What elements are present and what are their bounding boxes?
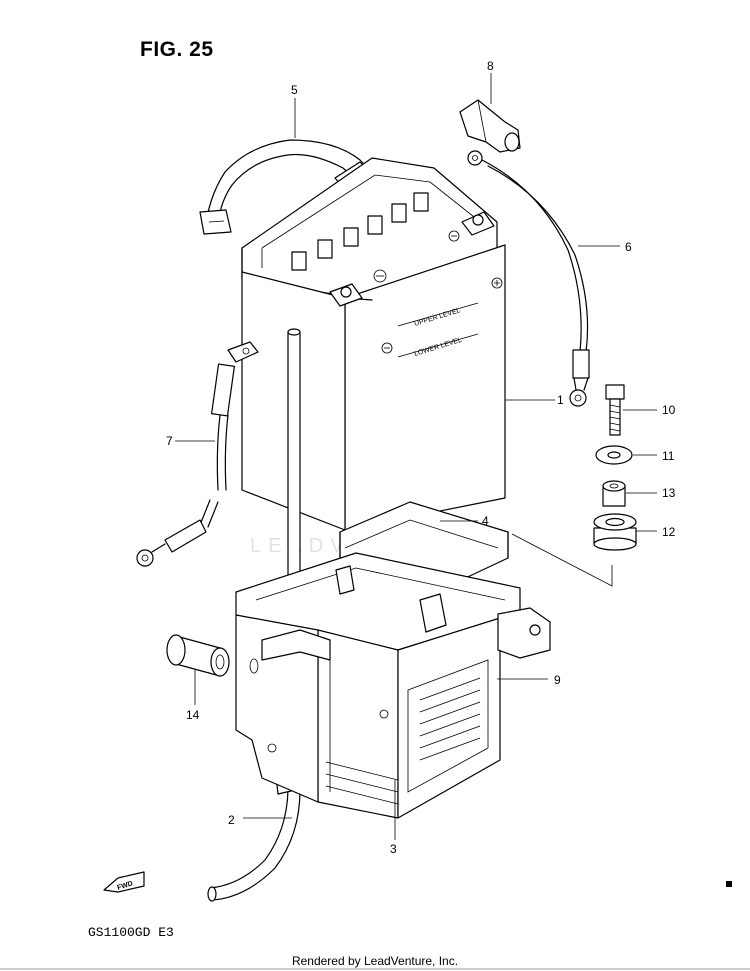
- callout-4: 4: [482, 514, 489, 528]
- callout-9: 9: [554, 673, 561, 687]
- model-code: GS1100GD E3: [88, 925, 174, 940]
- callout-2: 2: [228, 813, 235, 827]
- callout-12: 12: [662, 525, 676, 539]
- battery-case: [235, 552, 551, 819]
- callout-7: 7: [166, 434, 173, 448]
- callout-10: 10: [662, 403, 676, 417]
- callout-3: 3: [390, 842, 397, 856]
- positive-terminal: [329, 283, 363, 307]
- grommet: [593, 513, 637, 551]
- figure-title: FIG. 25: [140, 38, 214, 61]
- footer-divider: [0, 968, 750, 970]
- base-tray: [325, 761, 399, 805]
- exploded-parts-diagram: LEADVENTURE: [103, 59, 732, 902]
- footer-credit: Rendered by LeadVenture, Inc.: [291, 954, 459, 968]
- corner-marker: [726, 881, 732, 887]
- collar: [602, 480, 626, 507]
- positive-lead-wire: [136, 341, 259, 567]
- callout-14: 14: [186, 708, 200, 722]
- callout-5: 5: [291, 83, 298, 97]
- callout-8: 8: [487, 59, 494, 73]
- leader-lines: FWD: [103, 73, 732, 893]
- battery: UPPER LEVEL LOWER LEVEL: [241, 157, 506, 531]
- callout-1: 1: [557, 393, 564, 407]
- forward-arrow-label: FWD: [116, 880, 133, 892]
- washer: [595, 445, 633, 465]
- vent-plug: [291, 192, 429, 271]
- callout-labels: 1 2 3 4 5 6 7 8 9 10 11 12 13 14: [166, 59, 676, 856]
- damper: [166, 634, 230, 677]
- negative-terminal: [461, 211, 495, 236]
- forward-arrow: FWD: [103, 871, 145, 893]
- negative-lead-wire: [467, 150, 590, 407]
- callout-13: 13: [662, 486, 676, 500]
- bolt: [605, 384, 625, 436]
- callout-11: 11: [662, 449, 675, 463]
- terminal-cover: [459, 99, 521, 153]
- callout-6: 6: [625, 240, 632, 254]
